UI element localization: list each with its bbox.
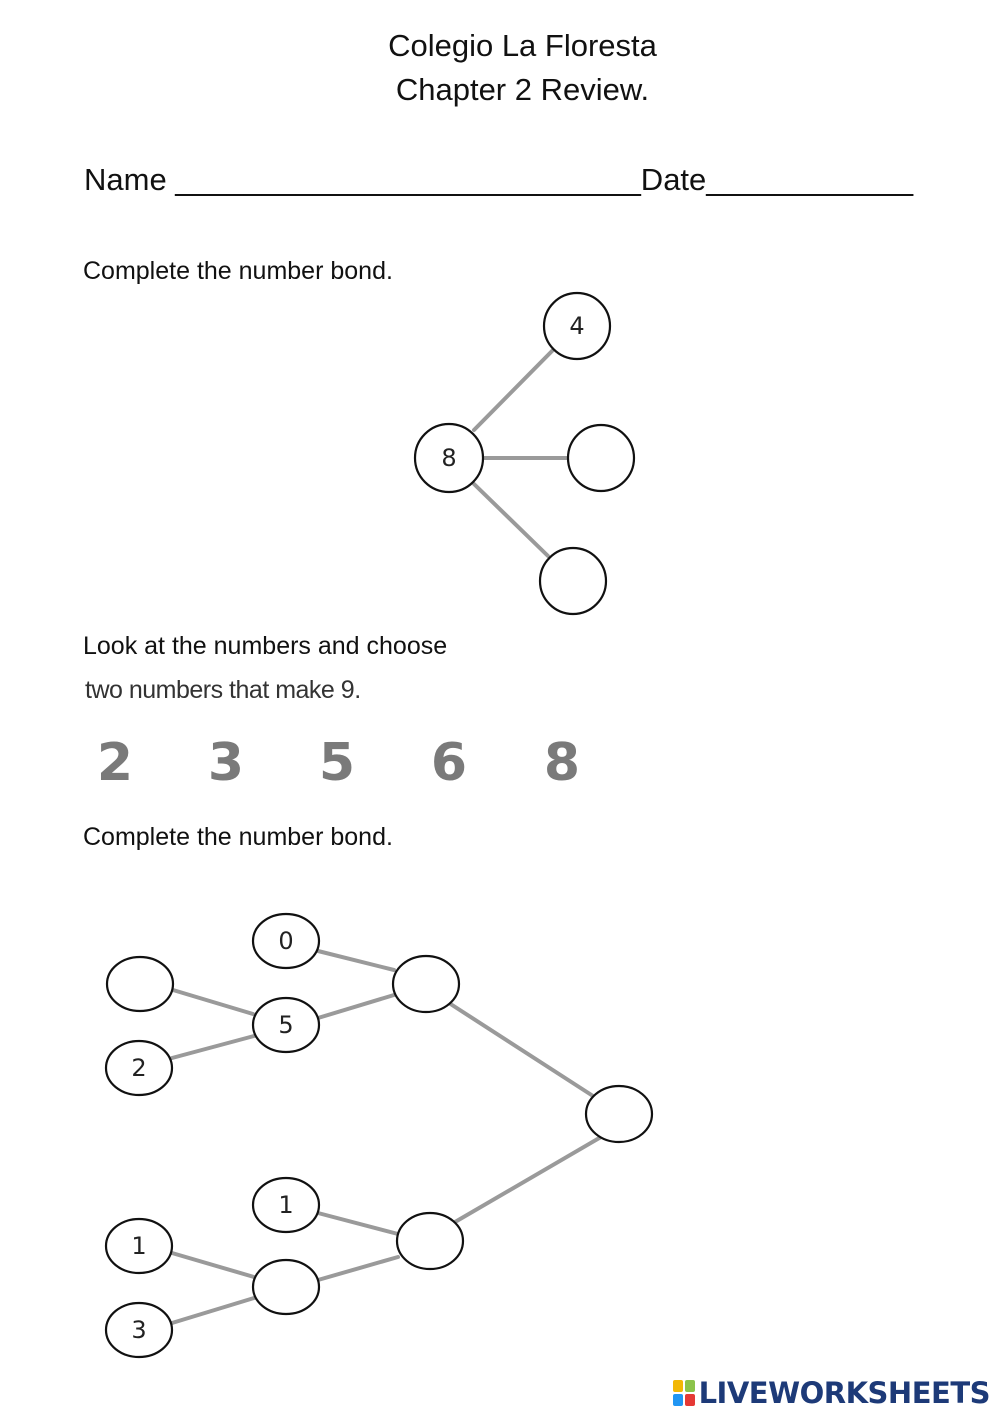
bond2-a-mid-circle	[251, 996, 321, 1054]
bond1-part-top-circle	[542, 291, 612, 361]
bond2-b-left2-value: 3	[131, 1316, 146, 1344]
bond2-b-left2-circle	[104, 1301, 174, 1359]
instruction-choose-line1: Look at the numbers and choose	[83, 632, 448, 660]
bond2-a-left-value: 2	[131, 1054, 146, 1082]
instruction-choose-line2: two numbers that make 9.	[85, 676, 361, 704]
name-date-line: Name ___________________________Date____…	[84, 162, 914, 197]
choice-number[interactable]: 2	[96, 733, 134, 793]
bond2-b-top-value: 1	[278, 1191, 293, 1219]
bond2-a-top-circle	[251, 912, 321, 970]
bond1-whole-circle	[413, 422, 485, 494]
choice-number[interactable]: 5	[318, 733, 356, 793]
bond1-part-top-value: 4	[569, 312, 584, 340]
bond2-a-left-circle	[104, 1039, 174, 1097]
choice-number[interactable]: 3	[207, 733, 245, 793]
bond1-whole-value: 8	[441, 444, 456, 472]
bond2-a-left-blank-circle[interactable]	[105, 955, 175, 1013]
bond2-b-left1-value: 1	[131, 1232, 146, 1260]
logo-mark-icon	[672, 1380, 695, 1406]
choice-number[interactable]: 6	[430, 733, 468, 793]
bond2-b-inner-circle[interactable]	[251, 1258, 321, 1316]
choice-number[interactable]: 8	[543, 733, 581, 793]
bond2-a-mid-value: 5	[278, 1011, 293, 1039]
bond2-mid-lower-circle[interactable]	[395, 1211, 465, 1271]
instruction-number-bond-1: Complete the number bond.	[83, 257, 393, 285]
instruction-number-bond-2: Complete the number bond.	[83, 823, 393, 851]
logo-text: LIVEWORKSHEETS	[698, 1376, 991, 1410]
school-title: Colegio La Floresta	[388, 28, 657, 63]
chapter-title: Chapter 2 Review.	[395, 72, 650, 107]
bond2-b-top-circle	[251, 1176, 321, 1234]
bond1-part-mid-circle[interactable]	[566, 423, 636, 493]
liveworksheets-logo: LIVEWORKSHEETS	[672, 1376, 991, 1410]
bond2-mid-upper-circle[interactable]	[391, 954, 461, 1014]
bond2-b-left1-circle	[104, 1217, 174, 1275]
bond2-a-top-value: 0	[278, 927, 293, 955]
bond2-final-circle[interactable]	[584, 1084, 654, 1144]
bond1-part-bottom-circle[interactable]	[538, 546, 608, 616]
